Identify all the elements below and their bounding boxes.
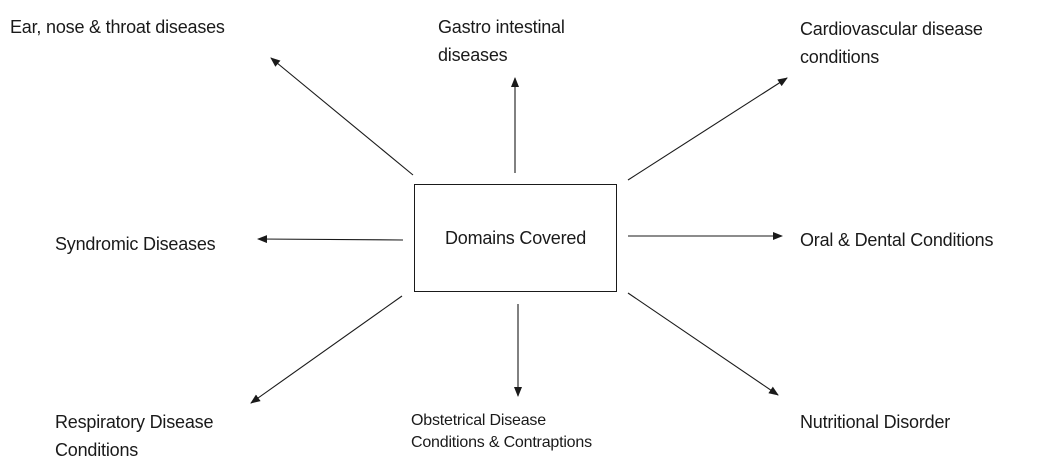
node-cardio-line1: Cardiovascular disease [800,19,983,39]
node-ent-line1: Ear, nose & throat diseases [10,17,225,37]
node-gastro-line2: diseases [438,45,508,65]
arrow-to-nutritional [627,292,779,396]
node-respiratory-line1: Respiratory Disease [55,412,214,432]
node-syndromic: Syndromic Diseases [55,230,216,258]
node-oral: Oral & Dental Conditions [800,226,993,254]
node-obstetrical: Obstetrical Disease Conditions & Contrap… [411,410,592,454]
node-respiratory-line2: Conditions [55,440,139,460]
arrow-to-respiratory [250,295,403,404]
node-cardio: Cardiovascular disease conditions [800,15,983,71]
node-nutritional: Nutritional Disorder [800,408,950,436]
arrow-to-syndromic [257,235,404,244]
central-node-label: Domains Covered [444,228,587,248]
node-ent: Ear, nose & throat diseases [10,13,225,41]
node-gastro-line1: Gastro intestinal [438,17,565,37]
central-node-box: Domains Covered [414,184,617,292]
node-cardio-line2: conditions [800,47,880,67]
arrow-to-cardio [627,77,788,181]
node-oral-line1: Oral & Dental Conditions [800,230,994,250]
node-obstetrical-line1: Obstetrical Disease [411,412,546,429]
node-nutritional-line1: Nutritional Disorder [800,412,951,432]
arrow-to-ent [270,57,414,176]
node-respiratory: Respiratory Disease Conditions [55,408,213,464]
node-syndromic-line1: Syndromic Diseases [55,234,216,254]
node-obstetrical-line2: Conditions & Contraptions [411,434,592,451]
node-gastro: Gastro intestinal diseases [438,13,565,69]
